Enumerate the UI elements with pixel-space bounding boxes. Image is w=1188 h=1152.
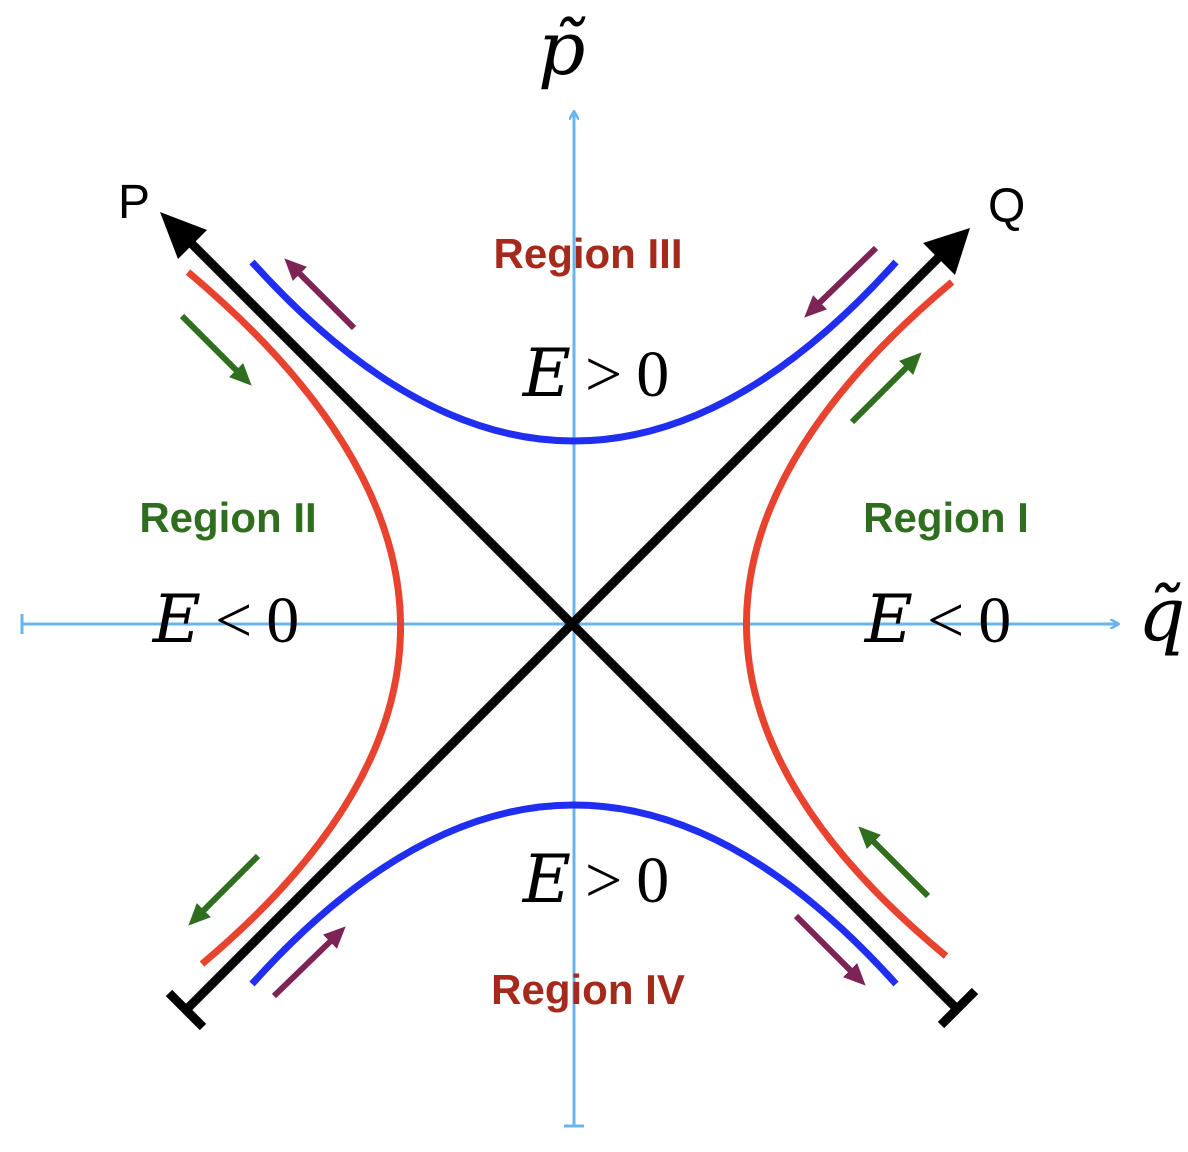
flow-arrow-region-1-upper bbox=[849, 352, 922, 425]
separatrix-q-label: Q bbox=[988, 180, 1025, 233]
flow-arrow-region-1-lower bbox=[858, 826, 931, 899]
trajectory-region-1 bbox=[743, 279, 955, 959]
flow-arrow-region-3-right bbox=[804, 245, 879, 318]
trajectory-region-2 bbox=[185, 269, 405, 967]
flow-arrow-region-2-lower bbox=[188, 853, 261, 926]
flow-arrow-region-3-left bbox=[284, 258, 357, 331]
separatrix-p-arrowhead bbox=[160, 212, 207, 259]
energy-condition-region-3: E>0 bbox=[522, 335, 669, 412]
separatrices: P Q bbox=[118, 176, 1025, 1031]
region-4-label: Region IV bbox=[491, 966, 685, 1013]
trajectory-region-3 bbox=[249, 259, 899, 445]
energy-condition-region-1: E<0 bbox=[864, 581, 1011, 658]
trajectory-region-4 bbox=[249, 801, 899, 987]
q-axis-label: q̃ bbox=[1138, 572, 1185, 658]
flow-arrows bbox=[179, 245, 931, 999]
separatrix-q-arrowhead bbox=[923, 228, 970, 275]
region-3-label: Region III bbox=[494, 230, 683, 277]
region-labels: Region III Region II Region I Region IV bbox=[139, 230, 1029, 1013]
region-2-label: Region II bbox=[139, 494, 316, 541]
energy-conditions: E>0 E<0 E<0 E>0 bbox=[152, 335, 1011, 918]
flow-arrow-region-4-right bbox=[793, 913, 866, 986]
coordinate-axes: q̃ p̃ bbox=[20, 6, 1185, 1128]
separatrix-q-end-bar bbox=[165, 989, 207, 1031]
energy-condition-region-2: E<0 bbox=[152, 581, 299, 658]
separatrix-p-end-bar bbox=[937, 987, 979, 1029]
separatrix-q bbox=[182, 246, 950, 1014]
region-1-label: Region I bbox=[863, 494, 1029, 541]
energy-condition-region-4: E>0 bbox=[522, 841, 669, 918]
separatrix-p-label: P bbox=[118, 176, 150, 229]
flow-arrow-region-4-left bbox=[271, 926, 346, 999]
p-axis-label: p̃ bbox=[538, 6, 586, 92]
flow-arrow-region-2-upper bbox=[179, 313, 252, 386]
trajectories bbox=[185, 259, 955, 987]
